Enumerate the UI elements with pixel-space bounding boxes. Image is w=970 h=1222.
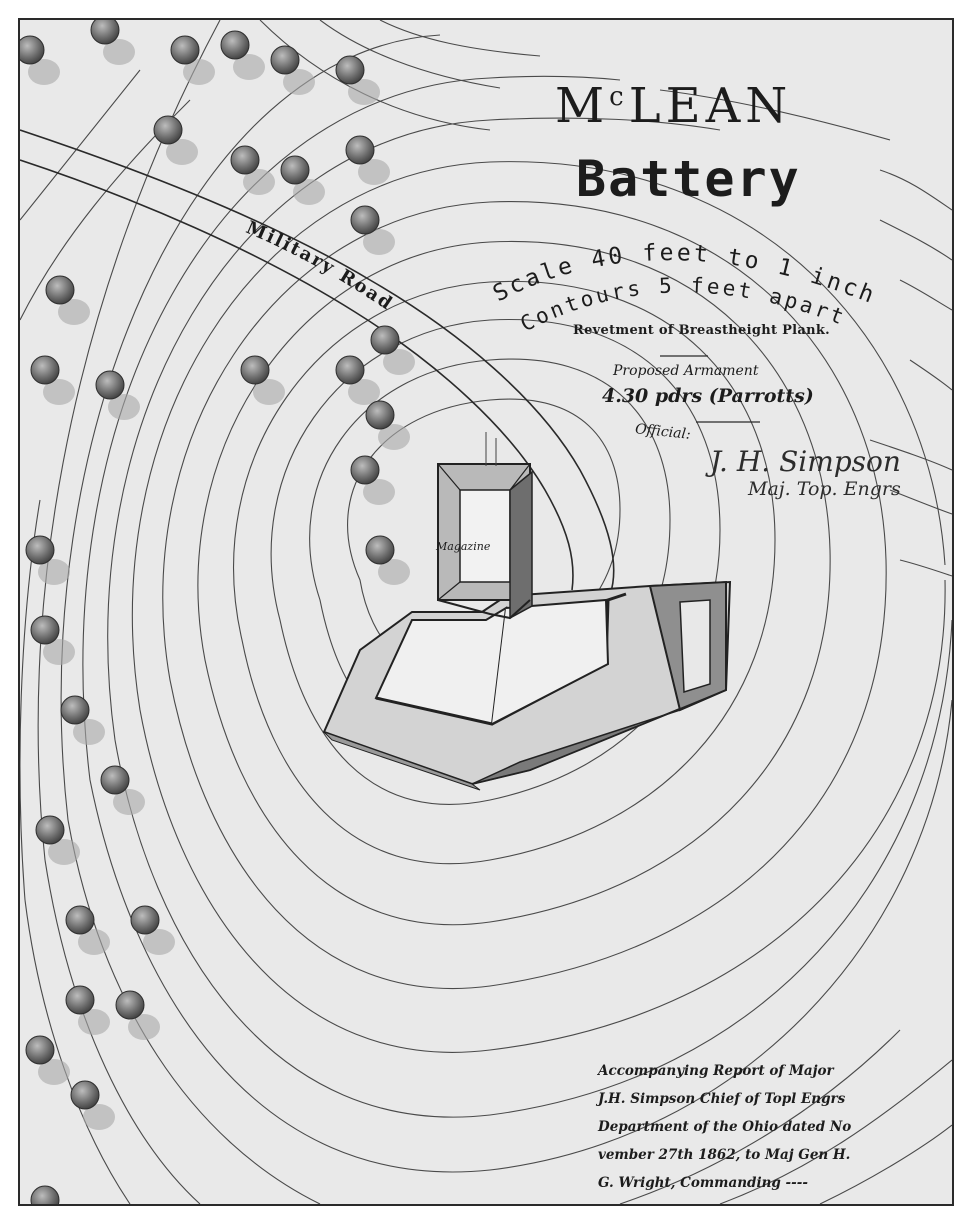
tree-icon — [270, 45, 315, 95]
tree-icon — [70, 1080, 115, 1130]
armament-guns: 4.30 pdrs (Parrotts) — [602, 385, 814, 407]
title-line-2: Battery — [576, 150, 801, 208]
tree-icon — [45, 275, 90, 325]
report-line: J.H. Simpson Chief of Topl Engrs — [598, 1091, 846, 1107]
contour-lines — [20, 20, 952, 1204]
signature-name: J. H. Simpson — [710, 445, 901, 478]
tree-icon — [100, 765, 145, 815]
tree-icon — [350, 205, 395, 255]
report-note: Accompanying Report of Major J.H. Simpso… — [598, 1057, 938, 1197]
report-line: vember 27th 1862, to Maj Gen H. — [598, 1147, 851, 1163]
tree-icon — [153, 115, 198, 165]
tree-icon — [365, 400, 410, 450]
tree-icon — [25, 1035, 70, 1085]
tree-icon — [25, 535, 70, 585]
tree-icon — [30, 355, 75, 405]
tree-icon — [30, 615, 75, 665]
trees — [20, 20, 415, 1204]
tree-icon — [95, 370, 140, 420]
report-line: Department of the Ohio dated No — [598, 1119, 852, 1135]
battery-map: Military Road Scale 40 feet to 1 inch Co… — [20, 20, 952, 1204]
tree-icon — [20, 35, 60, 85]
tree-icon — [65, 985, 110, 1035]
tree-icon — [35, 815, 80, 865]
map-frame: Military Road Scale 40 feet to 1 inch Co… — [18, 18, 954, 1206]
tree-icon — [115, 990, 160, 1040]
tree-icon — [65, 905, 110, 955]
tree-icon — [30, 1185, 60, 1204]
report-line: Accompanying Report of Major — [598, 1063, 834, 1079]
battery-earthwork — [322, 580, 732, 791]
tree-icon — [220, 30, 265, 80]
revetment-note: Revetment of Breastheight Plank. — [573, 323, 831, 338]
tree-icon — [90, 20, 135, 65]
tree-icon — [240, 355, 285, 405]
tree-icon — [370, 325, 415, 375]
signature-rank: Maj. Top. Engrs — [748, 478, 901, 500]
separator-rules — [660, 355, 760, 423]
tree-icon — [335, 355, 380, 405]
tree-icon — [280, 155, 325, 205]
tree-icon — [230, 145, 275, 195]
magazine — [437, 432, 533, 620]
tree-icon — [365, 535, 410, 585]
title-line-1: McLEAN — [555, 78, 793, 134]
report-line: G. Wright, Commanding ---- — [598, 1175, 808, 1191]
tree-icon — [60, 695, 105, 745]
tree-icon — [345, 135, 390, 185]
armament-heading: Proposed Armament — [613, 363, 759, 379]
tree-icon — [170, 35, 215, 85]
military-road — [20, 129, 615, 596]
magazine-label: Magazine — [435, 540, 491, 553]
tree-icon — [130, 905, 175, 955]
tree-icon — [335, 55, 380, 105]
tree-icon — [350, 455, 395, 505]
